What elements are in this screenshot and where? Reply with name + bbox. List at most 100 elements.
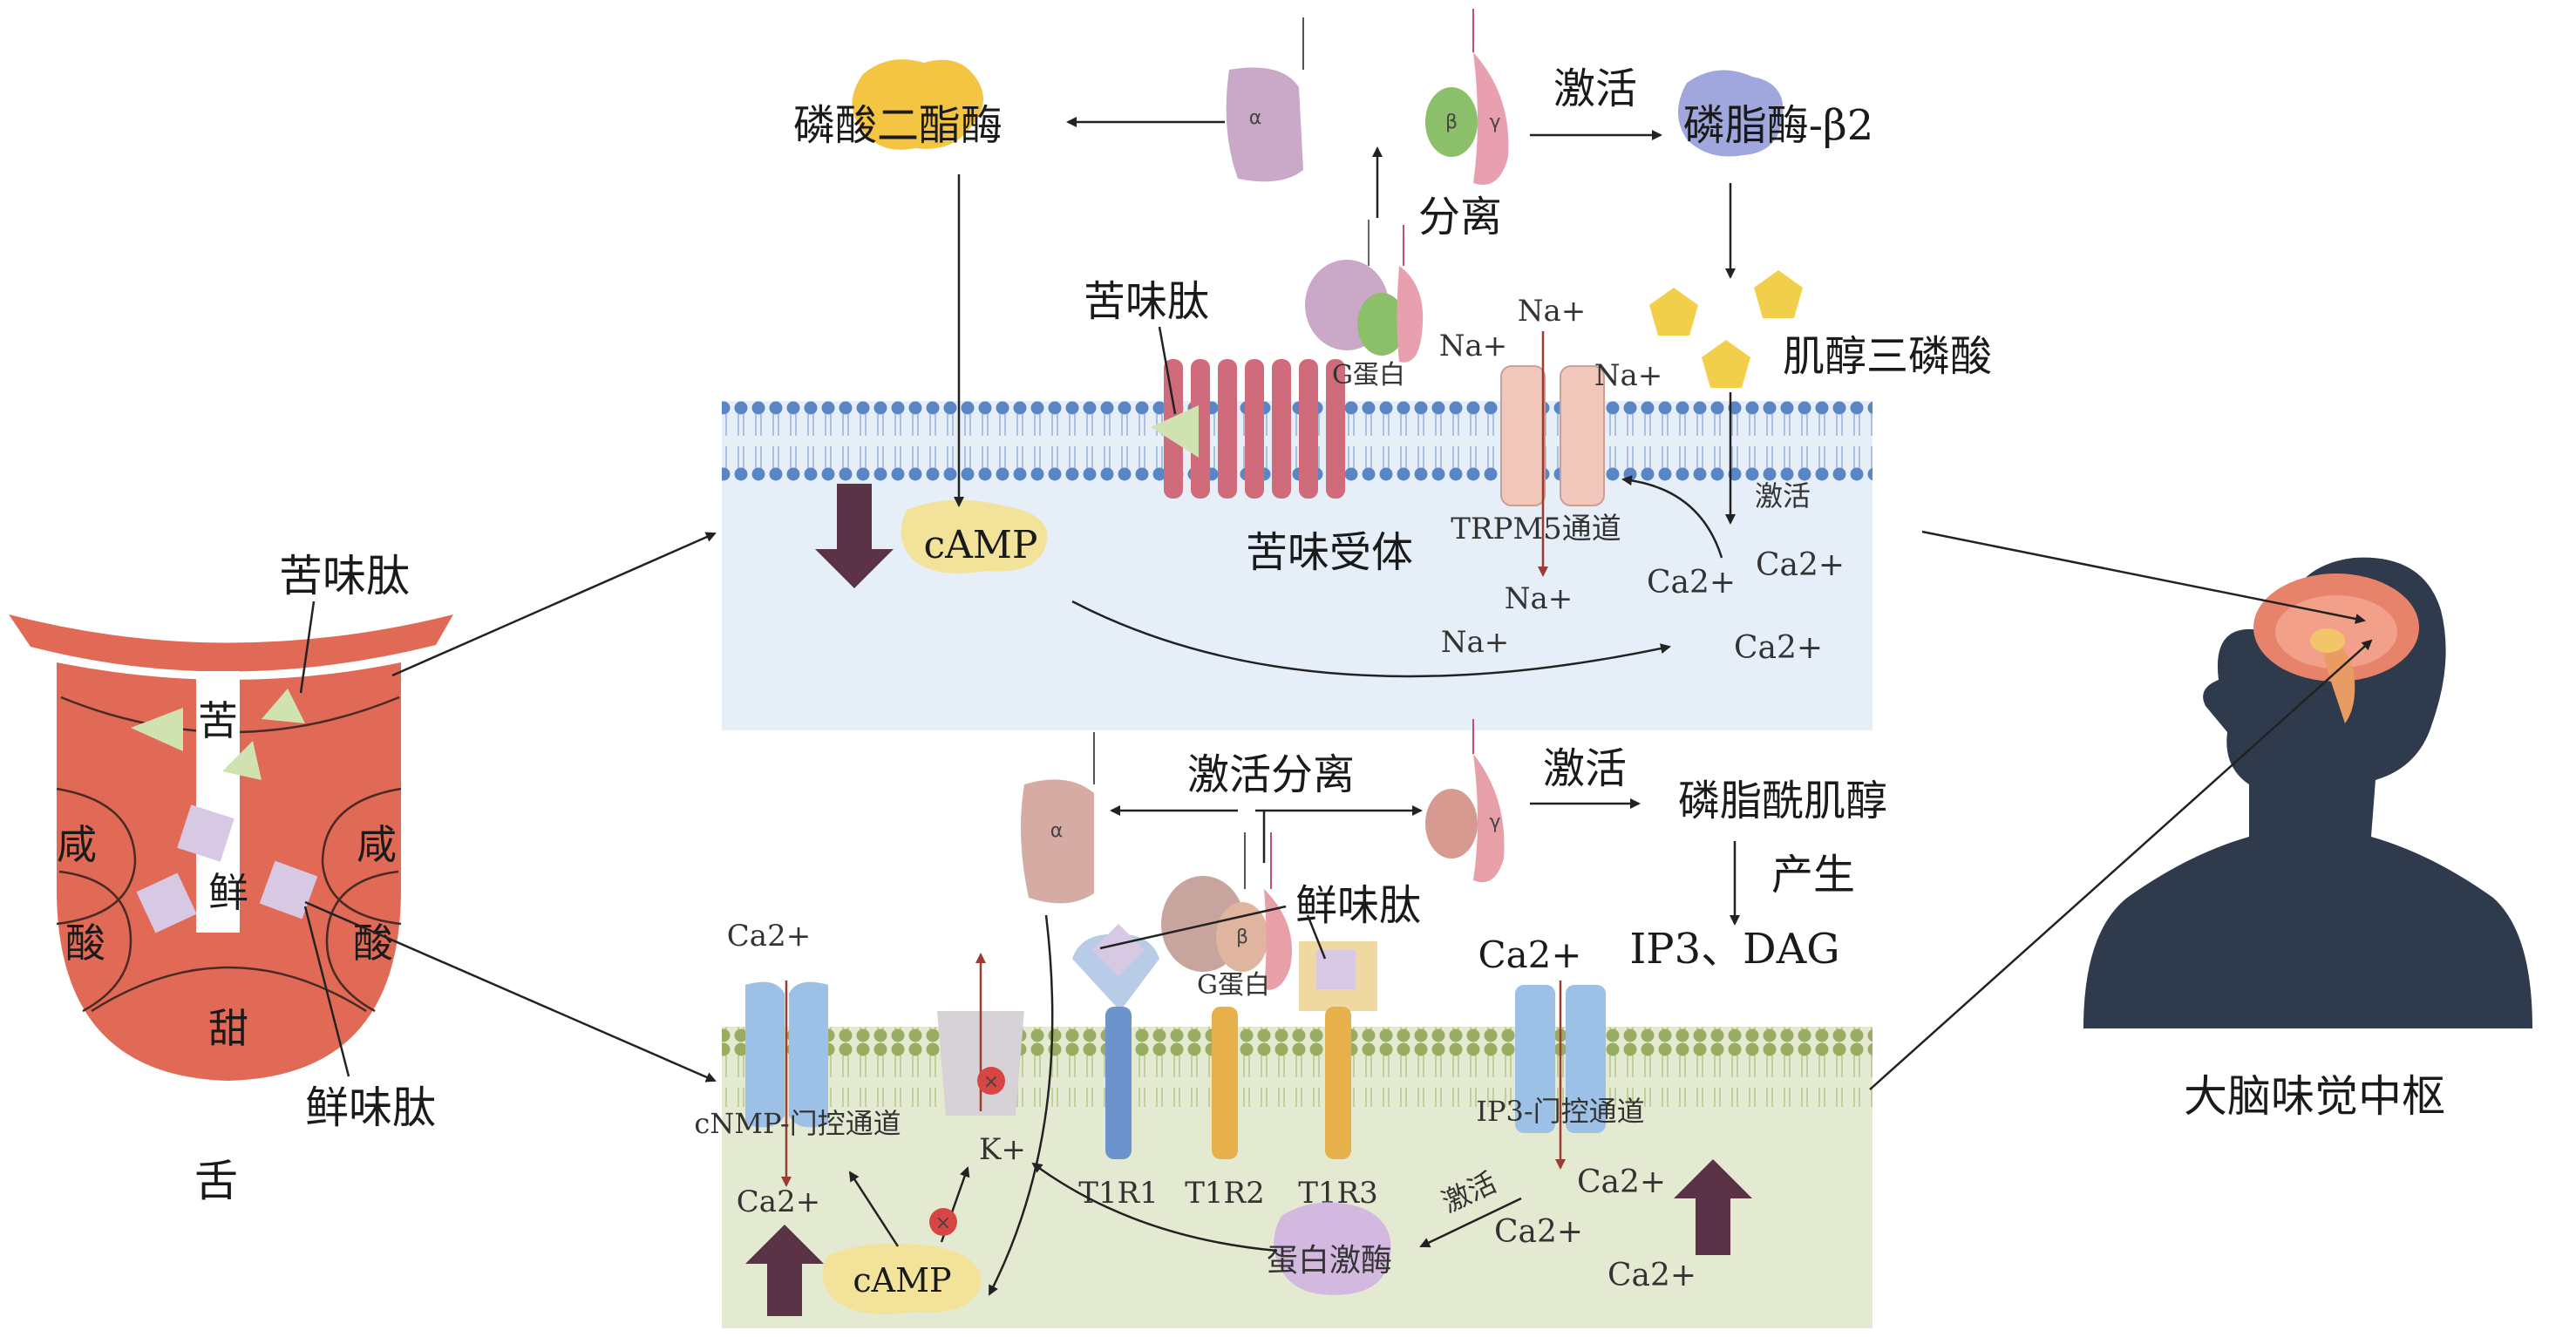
bitter-peptide-triangle	[262, 689, 305, 723]
na-ion-label: Na+	[1505, 581, 1573, 616]
umami-panel: Ca2+ cNMP-门控通道 Ca2+ × K+ T1R1 T1R2 T1R3	[694, 719, 1887, 1328]
tongue-to-umami-arrow	[304, 900, 717, 1082]
t1r2-receptor	[1212, 1007, 1238, 1159]
tongue-top-flap	[9, 614, 453, 672]
svg-text:β: β	[1445, 112, 1458, 133]
brain-head-silhouette	[2083, 557, 2532, 1028]
camp-label: cAMP	[853, 1261, 951, 1300]
g-protein-bound	[1305, 220, 1424, 363]
trpm5-label: TRPM5通道	[1451, 512, 1621, 546]
tongue-white-groove	[196, 671, 240, 933]
t1r2-label: T1R2	[1185, 1176, 1265, 1211]
svg-text:γ: γ	[1489, 112, 1500, 133]
calcium-ion-label: Ca2+	[1577, 1164, 1666, 1200]
svg-text:γ: γ	[1489, 811, 1500, 833]
sweet-region-border	[91, 966, 367, 1013]
tongue-umami-peptide-label: 鲜味肽	[305, 1082, 436, 1133]
umami-pointer-line	[303, 906, 350, 1077]
phosphodiesterase-label: 磷酸二酯酶	[793, 101, 1003, 150]
umami-to-brain-arrow	[1869, 639, 2373, 1090]
decrease-arrow	[815, 484, 894, 588]
salty-left-label: 咸	[57, 821, 97, 868]
bitter-receptor	[1164, 359, 1345, 499]
svg-text:α: α	[1050, 820, 1064, 842]
salty-left-border	[56, 787, 137, 926]
bitter-to-brain-arrow	[1921, 530, 2366, 624]
salty-right-border	[321, 787, 402, 926]
calcium-ion-label: Ca2+	[1478, 933, 1581, 976]
bitter-region-label: 苦	[198, 697, 238, 744]
umami-peptide-square	[177, 804, 234, 862]
sour-right-label: 酸	[353, 920, 393, 967]
bitter-peptide-triangle	[131, 708, 183, 751]
svg-text:α: α	[1249, 107, 1262, 129]
tongue: 苦 咸 酸 鲜 咸 酸 甜	[9, 614, 453, 1081]
calcium-ion-label: Ca2+	[1494, 1214, 1583, 1250]
bitter-pointer-line	[299, 601, 316, 694]
potassium-ion-label: K+	[979, 1132, 1026, 1167]
activate-label: 激活	[1543, 744, 1627, 793]
protein-kinase-label: 蛋白激酶	[1267, 1243, 1392, 1279]
salty-right-label: 咸	[357, 821, 397, 868]
bitter-peptide-ligand	[1151, 405, 1199, 458]
brain-label: 大脑味觉中枢	[2184, 1071, 2445, 1122]
g-alpha-subunit: α	[1226, 17, 1304, 182]
t1r3-receptor	[1299, 941, 1377, 1159]
t1r1-receptor	[1072, 924, 1159, 1159]
kinase-to-k-arrow	[1031, 1162, 1278, 1252]
bitter-membrane	[722, 401, 1873, 481]
activate-label: 激活	[1553, 64, 1637, 113]
umami-membrane	[722, 1027, 1873, 1107]
na-ion-label: Na+	[1439, 329, 1508, 363]
bitter-panel: G蛋白 α β γ 磷酸二酯酶 磷脂酶-β2 肌醇三磷酸 TRP	[722, 9, 1992, 730]
camp-to-cnmp-arrow	[848, 1171, 900, 1247]
protein-kinase-icon	[1274, 1202, 1391, 1295]
cnmp-channel	[745, 981, 828, 1128]
na-ion-label: Na+	[1518, 294, 1587, 329]
calcium-ion-label: Ca2+	[727, 919, 811, 954]
tongue-label: 舌	[194, 1156, 238, 1206]
ip3-channel	[1515, 985, 1606, 1133]
camp-icon	[901, 499, 1048, 573]
increase-arrow	[1674, 1159, 1752, 1255]
tongue-bitter-peptide-label: 苦味肽	[279, 551, 410, 601]
increase-arrow	[745, 1225, 824, 1316]
svg-text:×: ×	[983, 1071, 999, 1093]
activate-dissociate-label: 激活分离	[1187, 750, 1355, 799]
calcium-ion-label: Ca2+	[1734, 630, 1823, 666]
potassium-channel: ×	[937, 953, 1024, 1116]
na-ion-label: Na+	[1594, 358, 1663, 393]
inhibition-icon: ×	[935, 1212, 951, 1234]
ip3-pentagon	[1754, 270, 1803, 318]
g-alpha-subunit: α	[1021, 732, 1095, 904]
phospholipase-label: 磷脂酶-β2	[1683, 101, 1874, 150]
umami-peptide-square	[259, 860, 318, 920]
calcium-ion-label: Ca2+	[1647, 565, 1736, 601]
bitter-receptor-label: 苦味受体	[1246, 528, 1413, 577]
sour-left-label: 酸	[65, 920, 105, 967]
calcium-ion-label: Ca2+	[737, 1184, 820, 1219]
alpha-to-camp-arrow	[988, 914, 1054, 1296]
t1r1-label: T1R1	[1078, 1176, 1159, 1211]
ip3-pentagon	[1649, 288, 1698, 336]
calcium-activate-arrow	[1419, 1197, 1522, 1248]
g-beta-gamma-subunit: γ	[1425, 719, 1505, 883]
bitter-peptide-triangle	[222, 741, 262, 780]
phosphatidylinositol-label: 磷脂酰肌醇	[1678, 777, 1887, 825]
phospholipase-icon	[1678, 70, 1784, 157]
ip3-channel-label: IP3-门控通道	[1476, 1095, 1644, 1128]
camp-to-calcium-arrow	[1071, 600, 1671, 678]
sour-left-border	[58, 870, 133, 1013]
bitter-peptide-pointer	[1158, 326, 1177, 415]
ip3-pentagon	[1702, 340, 1750, 388]
sour-right-border	[325, 870, 399, 1013]
activate-small-label: 激活	[1755, 479, 1811, 512]
g-protein-label: G蛋白	[1332, 360, 1405, 390]
trpm5-channel	[1500, 365, 1605, 506]
calcium-to-trpm5-arrow	[1621, 475, 1723, 559]
produce-label: 产生	[1771, 851, 1855, 899]
na-ion-label: Na+	[1441, 625, 1510, 660]
bitter-peptide-label: 苦味肽	[1084, 277, 1209, 326]
g-beta-gamma-subunit: β γ	[1425, 9, 1509, 185]
